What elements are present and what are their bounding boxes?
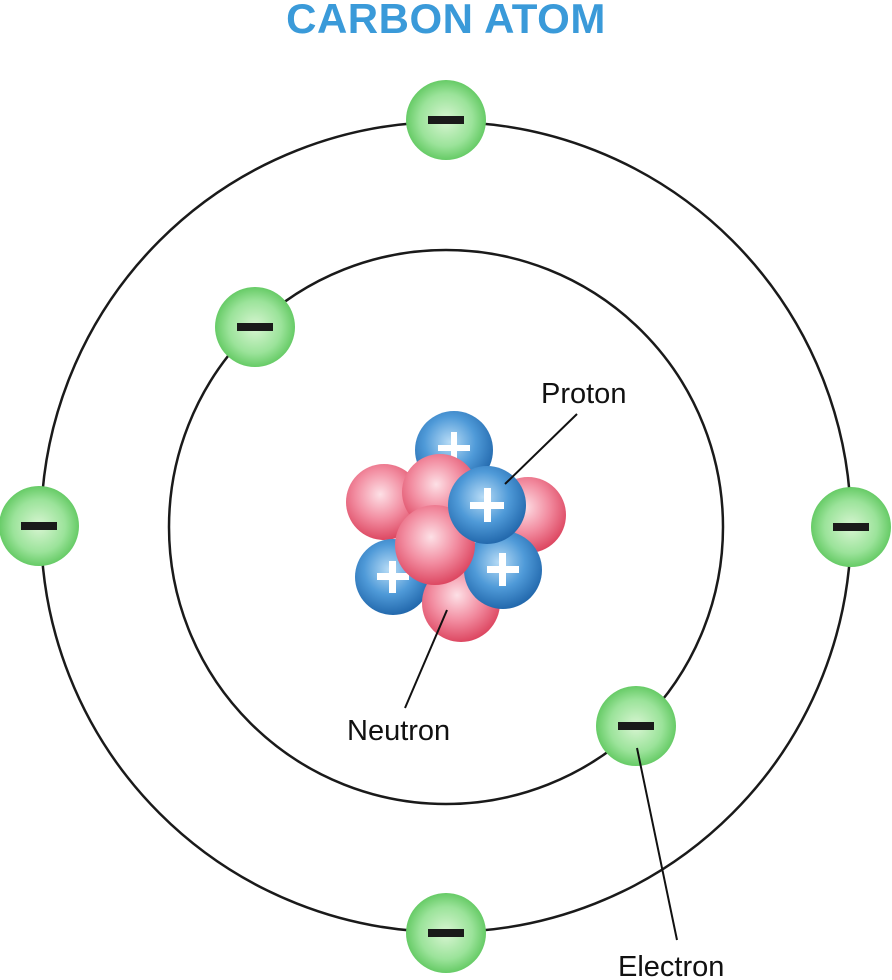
neutron-label: Neutron <box>347 715 450 747</box>
inner-orbit <box>167 248 725 806</box>
proton-label: Proton <box>541 378 626 410</box>
proton-front <box>448 466 526 544</box>
electron-inner-lower-right <box>596 686 676 766</box>
proton-lower-right <box>464 531 542 609</box>
nucleus <box>346 411 566 642</box>
electron-right <box>811 487 891 567</box>
electron-inner-upper-left <box>215 287 295 367</box>
electron-label: Electron <box>618 951 724 980</box>
proton-callout-line <box>504 413 578 485</box>
electron-left <box>0 486 79 566</box>
electron-callout-line <box>636 747 678 941</box>
electron-bottom <box>406 893 486 973</box>
diagram-title: CARBON ATOM <box>286 0 606 42</box>
electron-top <box>406 80 486 160</box>
neutron-callout-line <box>404 609 448 709</box>
